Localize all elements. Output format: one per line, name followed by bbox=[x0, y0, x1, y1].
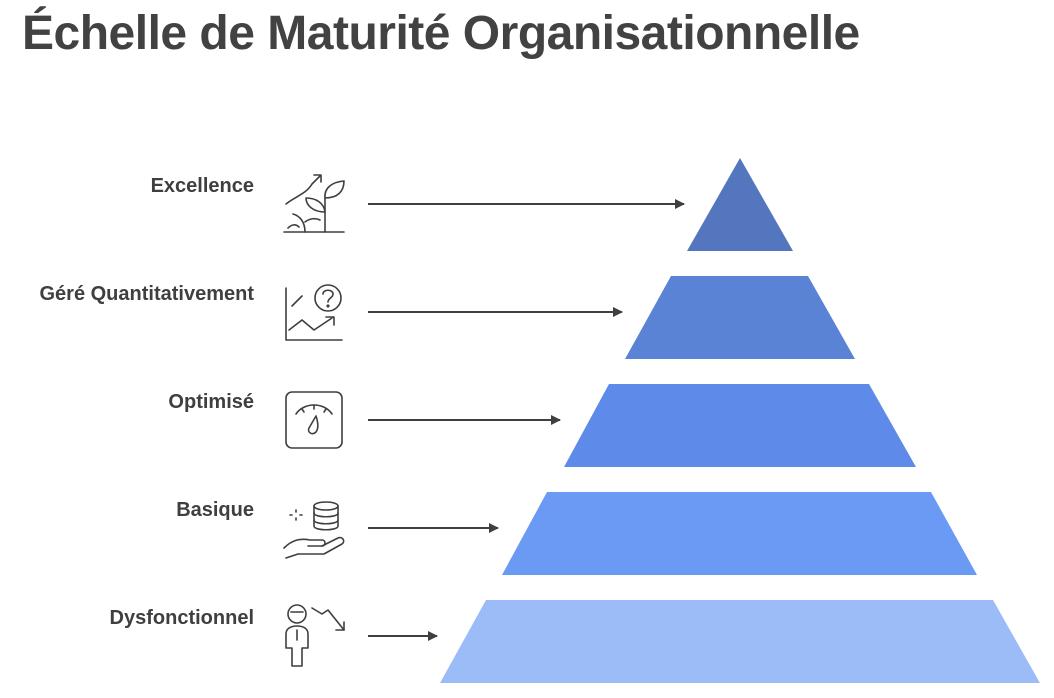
chart-question-icon bbox=[285, 284, 343, 341]
pyramid-tier-basique bbox=[502, 492, 977, 575]
level-label-dysfonctionnel: Dysfonctionnel bbox=[109, 607, 254, 629]
level-label-gere-quantitativement: Géré Quantitativement bbox=[39, 283, 254, 305]
pyramid-tier-dysfonctionnel bbox=[440, 600, 1040, 683]
growth-plant-icon bbox=[283, 174, 345, 233]
person-decline-icon bbox=[285, 604, 345, 667]
page-title: Échelle de Maturité Organisationnelle bbox=[22, 7, 860, 60]
pyramid-tier-optimise bbox=[564, 384, 916, 467]
gauge-icon bbox=[285, 391, 343, 449]
level-label-excellence: Excellence bbox=[150, 175, 254, 197]
pyramid-tier-gere-quantitativement bbox=[625, 276, 855, 359]
level-label-optimise: Optimisé bbox=[168, 391, 254, 413]
pyramid-tier-excellence bbox=[687, 158, 793, 251]
hand-database-icon bbox=[283, 501, 345, 559]
level-label-basique: Basique bbox=[176, 499, 254, 521]
